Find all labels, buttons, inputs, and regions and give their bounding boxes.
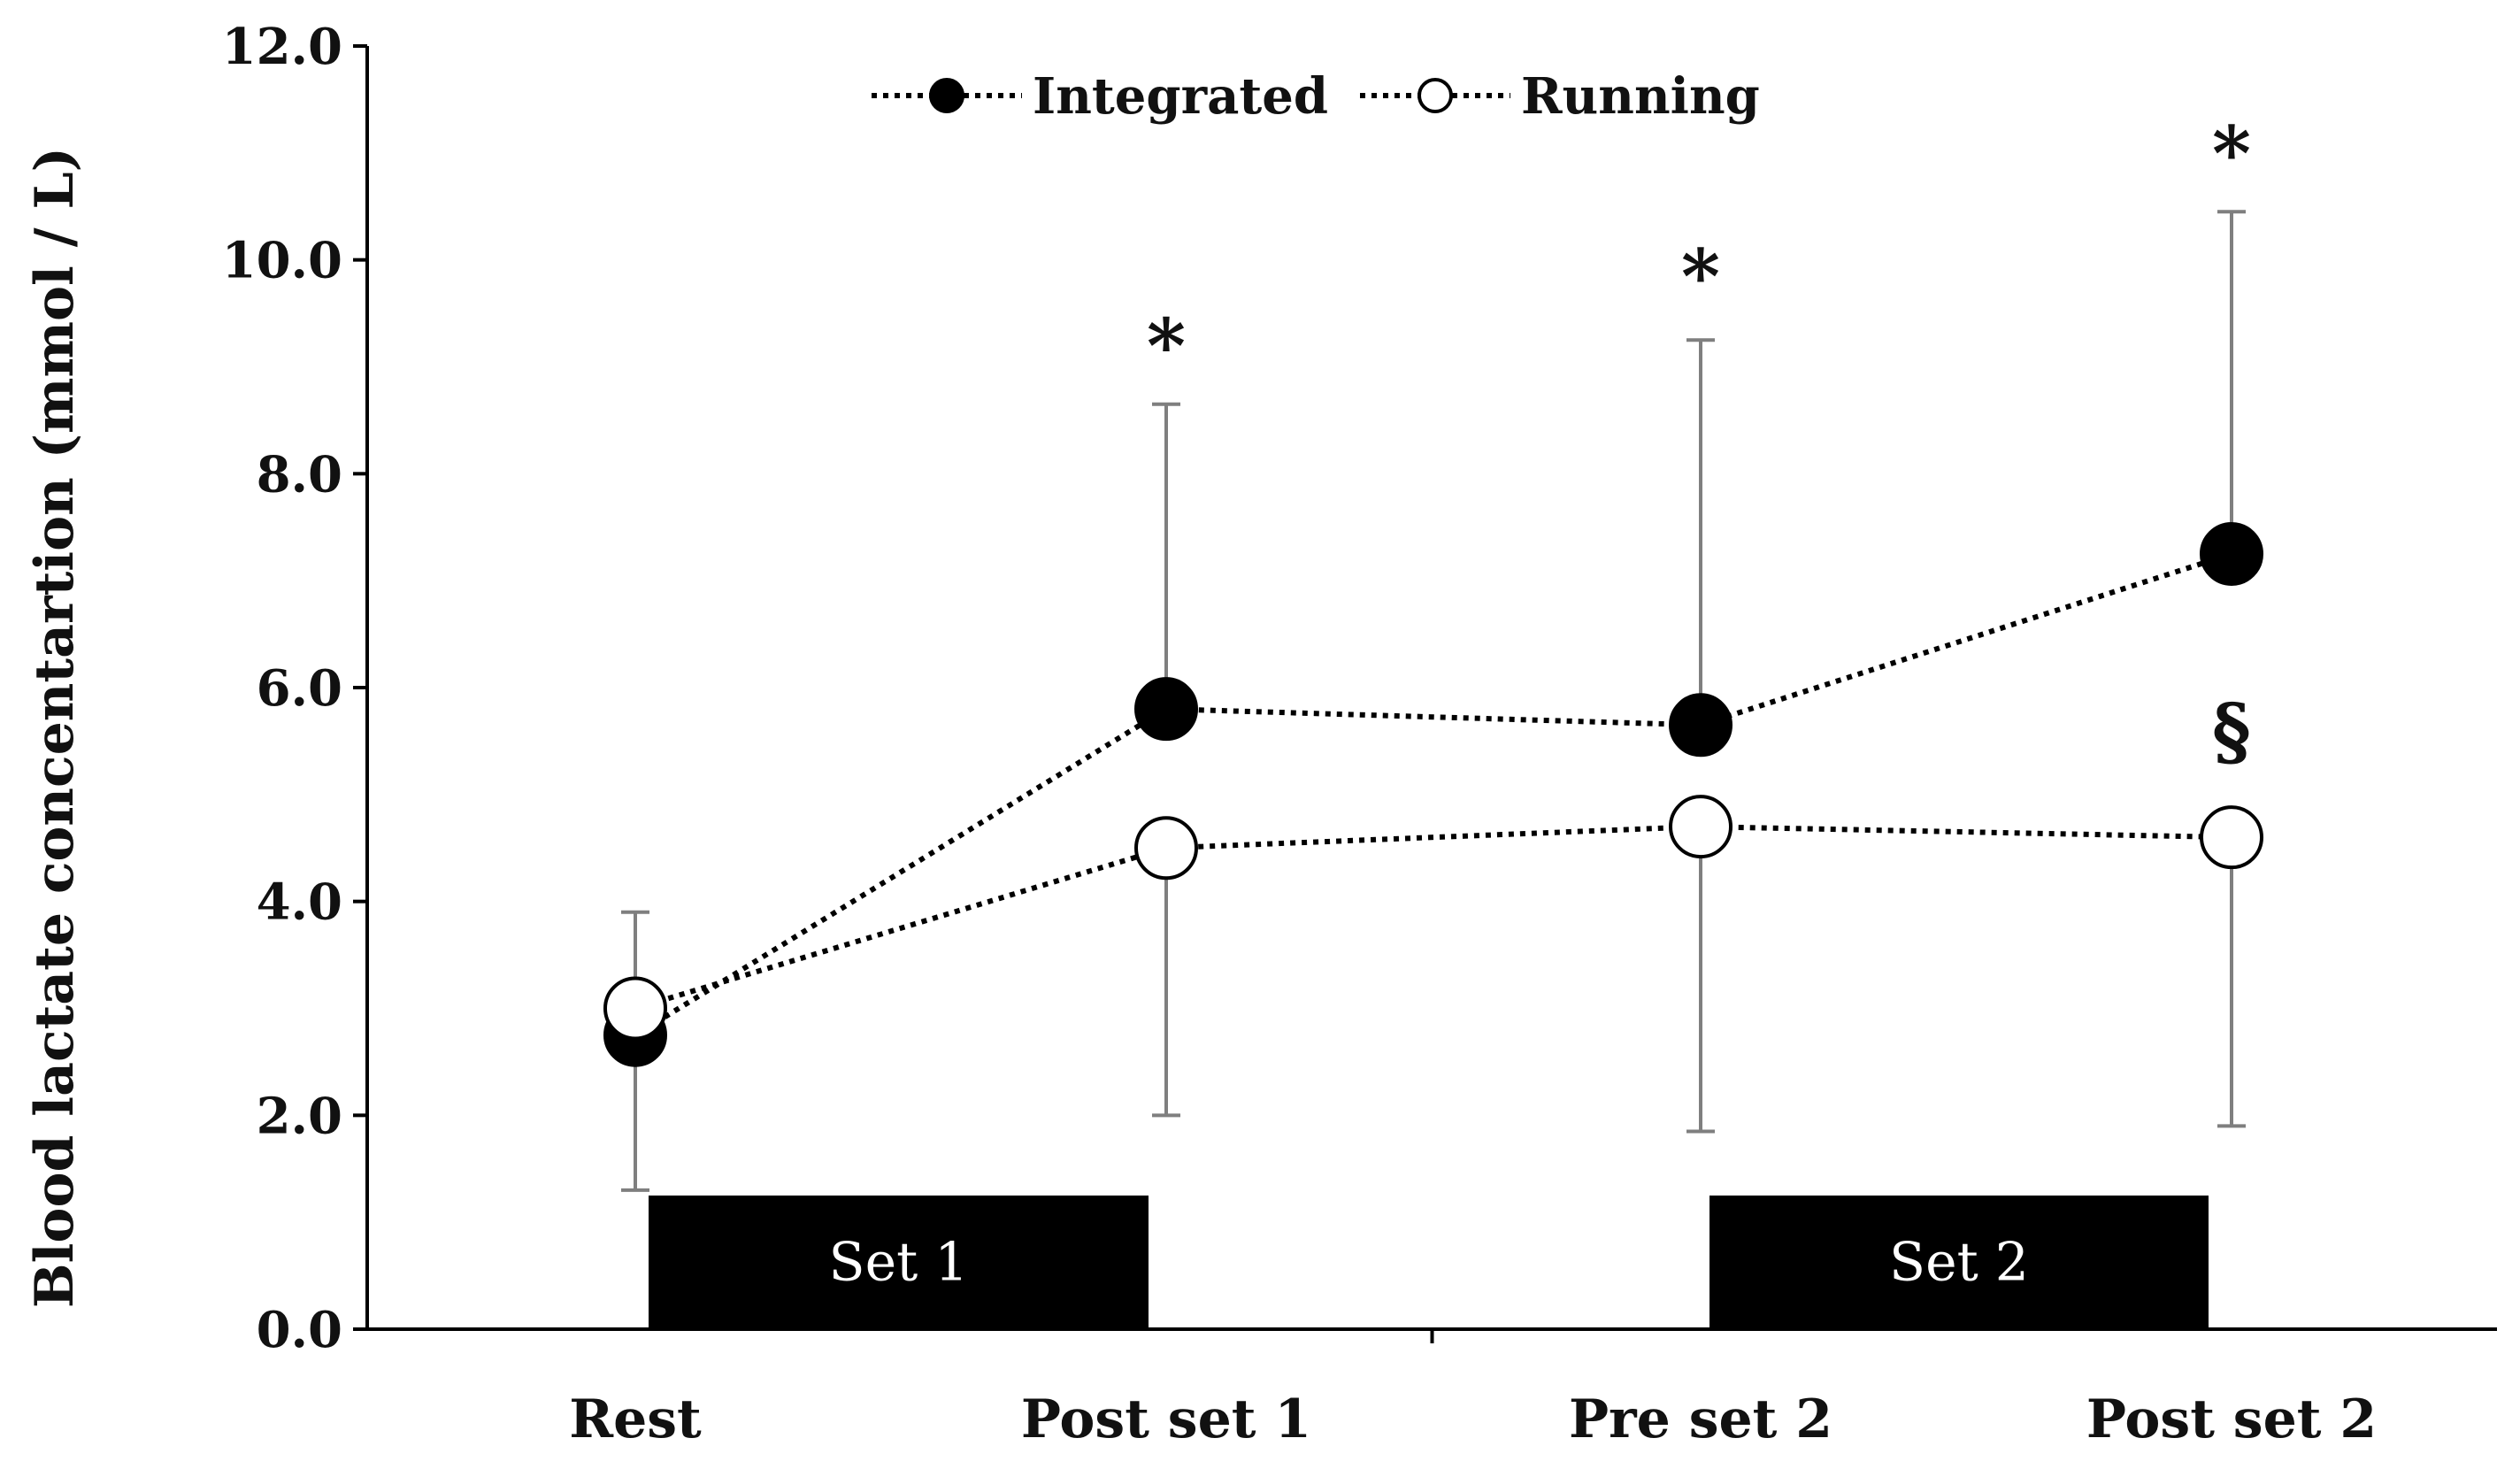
significance-section-mark: §: [2212, 687, 2251, 774]
series-line-integrated: [634, 551, 2232, 1038]
set-bar: [649, 1195, 1149, 1329]
y-tick-label: 10.0: [222, 232, 342, 290]
legend: Integrated Running: [872, 67, 1760, 126]
significance-asterisk: *: [1681, 233, 1720, 320]
x-tick-label: Rest: [569, 1388, 702, 1450]
data-point-integrated: [2200, 521, 2263, 586]
error-bars: [621, 210, 2246, 1192]
y-tick-label: 6.0: [257, 659, 342, 718]
x-tick-label: Pre set 2: [1569, 1388, 1832, 1450]
data-point-running: [1669, 795, 1732, 859]
series-points: [603, 521, 2263, 1067]
y-tick-label: 0.0: [257, 1301, 342, 1359]
legend-marker: [1418, 78, 1453, 113]
y-tick-label: 8.0: [257, 445, 342, 504]
y-tick-label: 4.0: [257, 873, 342, 932]
series-line-running: [634, 824, 2232, 1011]
legend-marker: [929, 78, 964, 113]
set-bar-label: Set 2: [1889, 1231, 2029, 1293]
data-point-running: [603, 976, 667, 1041]
annotations: * * * §: [1147, 110, 2251, 774]
set-bar-label: Set 1: [829, 1231, 969, 1293]
legend-label: Running: [1521, 67, 1760, 126]
data-point-running: [2200, 805, 2263, 870]
y-tick-label: 2.0: [257, 1087, 342, 1145]
set-bar: [1709, 1195, 2209, 1329]
significance-asterisk: *: [1147, 302, 1186, 389]
data-point-integrated: [1134, 677, 1198, 742]
significance-asterisk: *: [2212, 110, 2251, 197]
y-axis-title: Blood lactate concentartion (mmol / L): [24, 147, 86, 1308]
legend-label: Integrated: [1033, 67, 1328, 126]
series-lines: [634, 551, 2232, 1038]
set-bars: Set 1 Set 2: [649, 1195, 2209, 1329]
x-tick-label: Post set 2: [2086, 1388, 2377, 1450]
x-tick-label: Post set 1: [1021, 1388, 1311, 1450]
data-point-running: [1134, 816, 1198, 881]
y-tick-label: 12.0: [222, 18, 342, 76]
data-point-integrated: [1669, 693, 1732, 758]
